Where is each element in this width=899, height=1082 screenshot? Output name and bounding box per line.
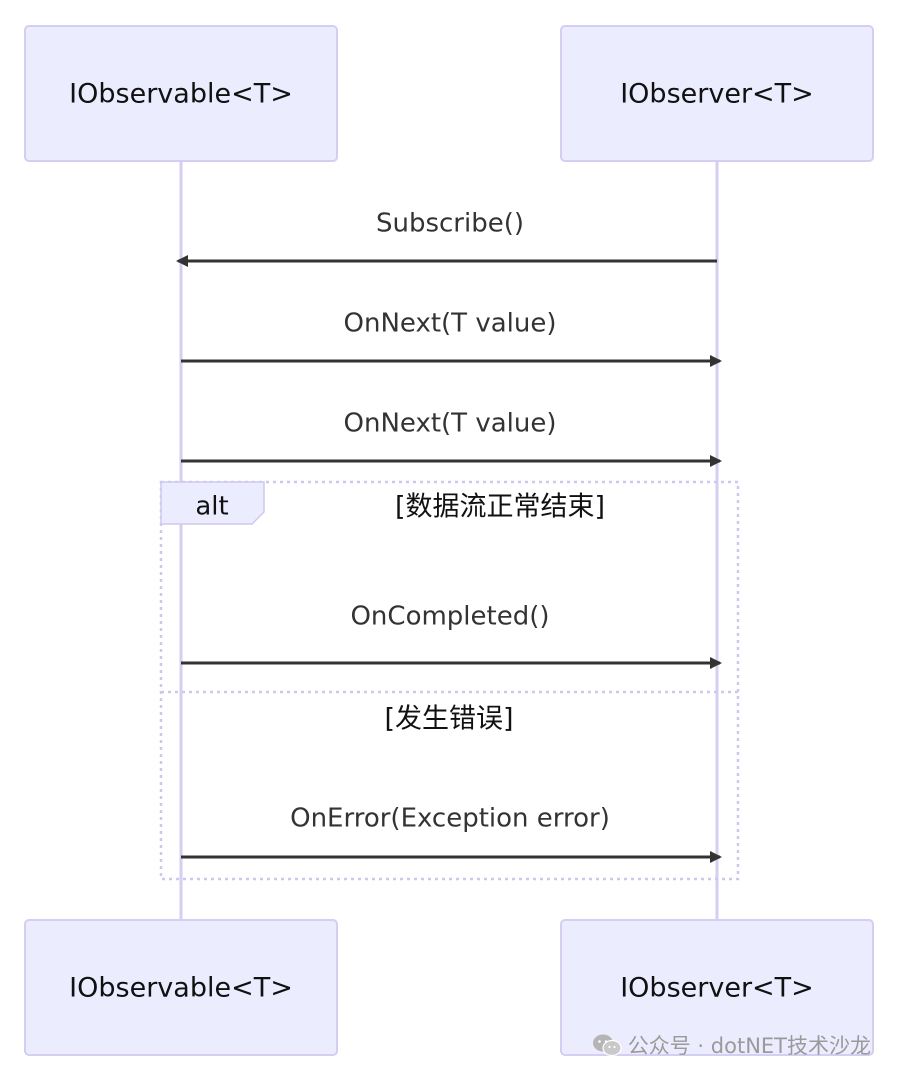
alt-condition-2: [发生错误] xyxy=(384,704,513,735)
message-label: Subscribe() xyxy=(376,209,524,239)
actor-observable-top: IObservable<T> xyxy=(24,25,338,162)
actor-observer-bottom: IObserver<T> xyxy=(560,919,874,1056)
actor-observable-top-label: IObservable<T> xyxy=(69,79,293,110)
wechat-icon xyxy=(592,1034,622,1057)
watermark-text: 公众号 · dotNET技术沙龙 xyxy=(627,1034,871,1058)
actor-observer-bottom-label: IObserver<T> xyxy=(620,973,814,1004)
alt-condition-1: [数据流正常结束] xyxy=(395,492,605,523)
actor-observer-top: IObserver<T> xyxy=(560,25,874,162)
message-label: OnCompleted() xyxy=(350,602,549,632)
message-onerror: OnError(Exception error) xyxy=(181,804,722,863)
message-label: OnError(Exception error) xyxy=(290,804,610,834)
message-onnext-1: OnNext(T value) xyxy=(181,309,722,367)
message-subscribe: Subscribe() xyxy=(176,209,717,267)
actor-observer-top-label: IObserver<T> xyxy=(620,79,814,110)
actor-observable-bottom: IObservable<T> xyxy=(24,919,338,1056)
message-onnext-2: OnNext(T value) xyxy=(181,409,722,467)
actor-observable-bottom-label: IObservable<T> xyxy=(69,973,293,1004)
message-label: OnNext(T value) xyxy=(344,409,557,439)
watermark: 公众号 · dotNET技术沙龙 xyxy=(592,1030,871,1060)
message-label: OnNext(T value) xyxy=(344,309,557,339)
alt-tag-box xyxy=(160,481,265,525)
message-oncompleted: OnCompleted() xyxy=(181,602,722,669)
alt-frame: alt [数据流正常结束] [发生错误] xyxy=(159,480,740,881)
alt-tag-label: alt xyxy=(195,492,228,522)
